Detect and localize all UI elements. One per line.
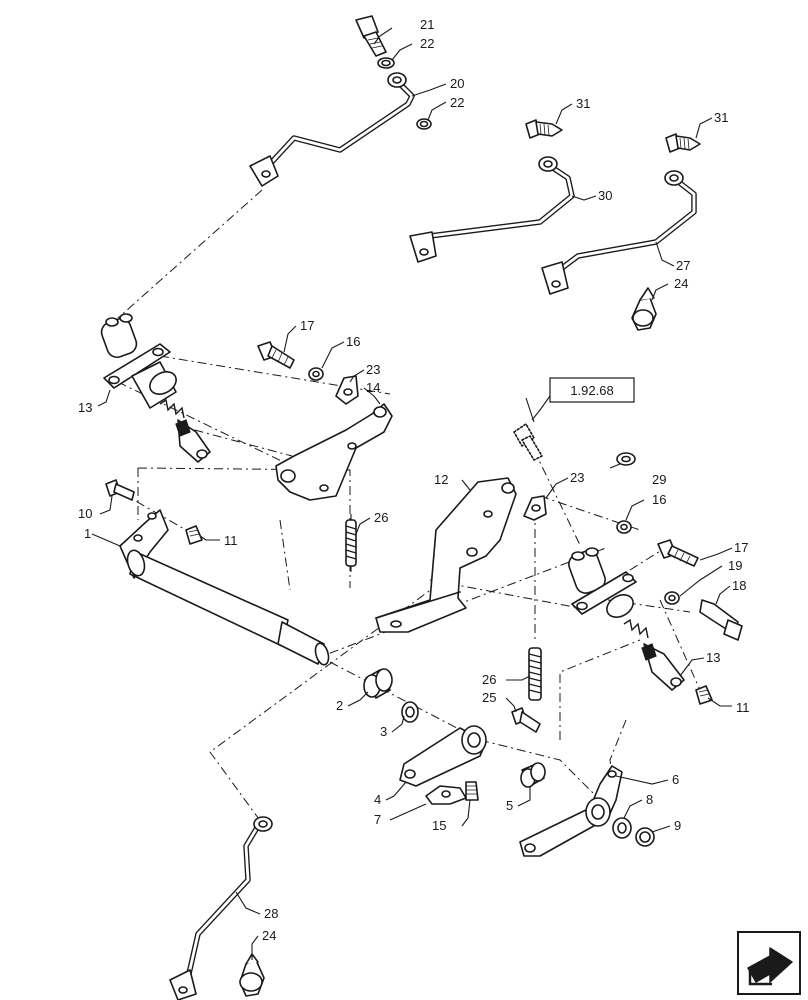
part-ref-bolt: [513, 423, 543, 461]
part-22-washer-lower: [416, 118, 432, 130]
callout-17: 17: [300, 318, 314, 333]
part-21-banjo-bolt: [355, 15, 387, 57]
reference-link-label: 1.92.68: [570, 383, 613, 398]
callout-21: 21: [420, 17, 434, 32]
callout-20: 20: [450, 76, 464, 91]
part-24-cap-bottom: [239, 953, 265, 997]
part-20-pipe: [249, 72, 415, 187]
callout-30: 30: [598, 188, 612, 203]
callout-labels: 21 22 20 22 31 31 30 27 24 17 16 23 14 1…: [78, 17, 750, 943]
part-8-washer: [612, 817, 632, 839]
part-10-bolt: [105, 479, 135, 501]
part-13-cylinder-right: [568, 547, 685, 691]
part-30-pipe: [409, 156, 575, 263]
callout-24: 24: [262, 928, 276, 943]
part-11-clip-right: [695, 685, 713, 705]
callout-15: 15: [432, 818, 446, 833]
callout-9: 9: [674, 818, 681, 833]
callout-3: 3: [380, 724, 387, 739]
callout-8: 8: [646, 792, 653, 807]
callout-22: 22: [420, 36, 434, 51]
callout-leaders: [91, 27, 733, 960]
callout-23: 23: [570, 470, 584, 485]
callout-13: 13: [78, 400, 92, 415]
part-23-clip-lower: [523, 495, 547, 521]
part-19-washer: [664, 591, 680, 605]
reference-link-box[interactable]: 1.92.68: [531, 377, 635, 421]
callout-24: 24: [674, 276, 688, 291]
part-13-cylinder-left: [100, 313, 211, 463]
callout-27: 27: [676, 258, 690, 273]
part-4-lever: [399, 725, 487, 787]
callout-6: 6: [672, 772, 679, 787]
callout-22: 22: [450, 95, 464, 110]
part-3-washer: [401, 701, 419, 723]
callout-4: 4: [374, 792, 381, 807]
part-24-cap-top: [631, 287, 657, 331]
callout-7: 7: [374, 812, 381, 827]
part-16-washer-lower: [616, 520, 632, 534]
callout-29: 29: [652, 472, 666, 487]
part-5-bushing: [520, 762, 546, 788]
part-16-washer-upper: [308, 367, 324, 381]
part-26-spring-lower: [528, 647, 542, 701]
callout-28: 28: [264, 906, 278, 921]
callout-18: 18: [732, 578, 746, 593]
part-28-pipe: [169, 816, 273, 1000]
callout-14: 14: [366, 380, 380, 395]
callout-5: 5: [506, 798, 513, 813]
part-17-bolt-upper: [257, 341, 295, 369]
callout-17: 17: [734, 540, 748, 555]
part-9-ring: [635, 827, 655, 847]
callout-12: 12: [434, 472, 448, 487]
part-31-fitting-left: [525, 119, 563, 139]
callout-2: 2: [336, 698, 343, 713]
callout-31: 31: [576, 96, 590, 111]
part-27-pipe: [541, 170, 697, 295]
part-31-fitting-right: [665, 133, 701, 153]
part-7-wing-nut: [425, 785, 467, 805]
part-11-clip-left: [185, 525, 203, 545]
part-1-shaft: [119, 509, 330, 666]
callout-11: 11: [736, 700, 750, 715]
part-26-spring-upper: [345, 514, 357, 572]
callout-16: 16: [346, 334, 360, 349]
part-22-washer-top: [377, 57, 395, 69]
callout-13: 13: [706, 650, 720, 665]
part-17-bolt-lower: [657, 539, 699, 567]
assembly-chain-lines: [117, 189, 701, 827]
part-6-lever: [519, 765, 623, 857]
callout-26: 26: [374, 510, 388, 525]
part-2-bushing: [363, 668, 393, 699]
part-15-stud: [465, 781, 479, 801]
callout-25: 25: [482, 690, 496, 705]
part-18-bolt: [699, 599, 743, 641]
callout-1: 1: [84, 526, 91, 541]
part-14-bracket: [275, 403, 393, 501]
callout-23: 23: [366, 362, 380, 377]
part-29-washer: [616, 452, 636, 466]
next-page-arrow-icon[interactable]: [737, 931, 801, 995]
callout-11: 11: [224, 533, 238, 548]
callout-31: 31: [714, 110, 728, 125]
callout-26: 26: [482, 672, 496, 687]
part-23-clip-upper: [335, 375, 359, 405]
part-12-bracket: [375, 477, 517, 633]
callout-19: 19: [728, 558, 742, 573]
callout-10: 10: [78, 506, 92, 521]
callout-16: 16: [652, 492, 666, 507]
